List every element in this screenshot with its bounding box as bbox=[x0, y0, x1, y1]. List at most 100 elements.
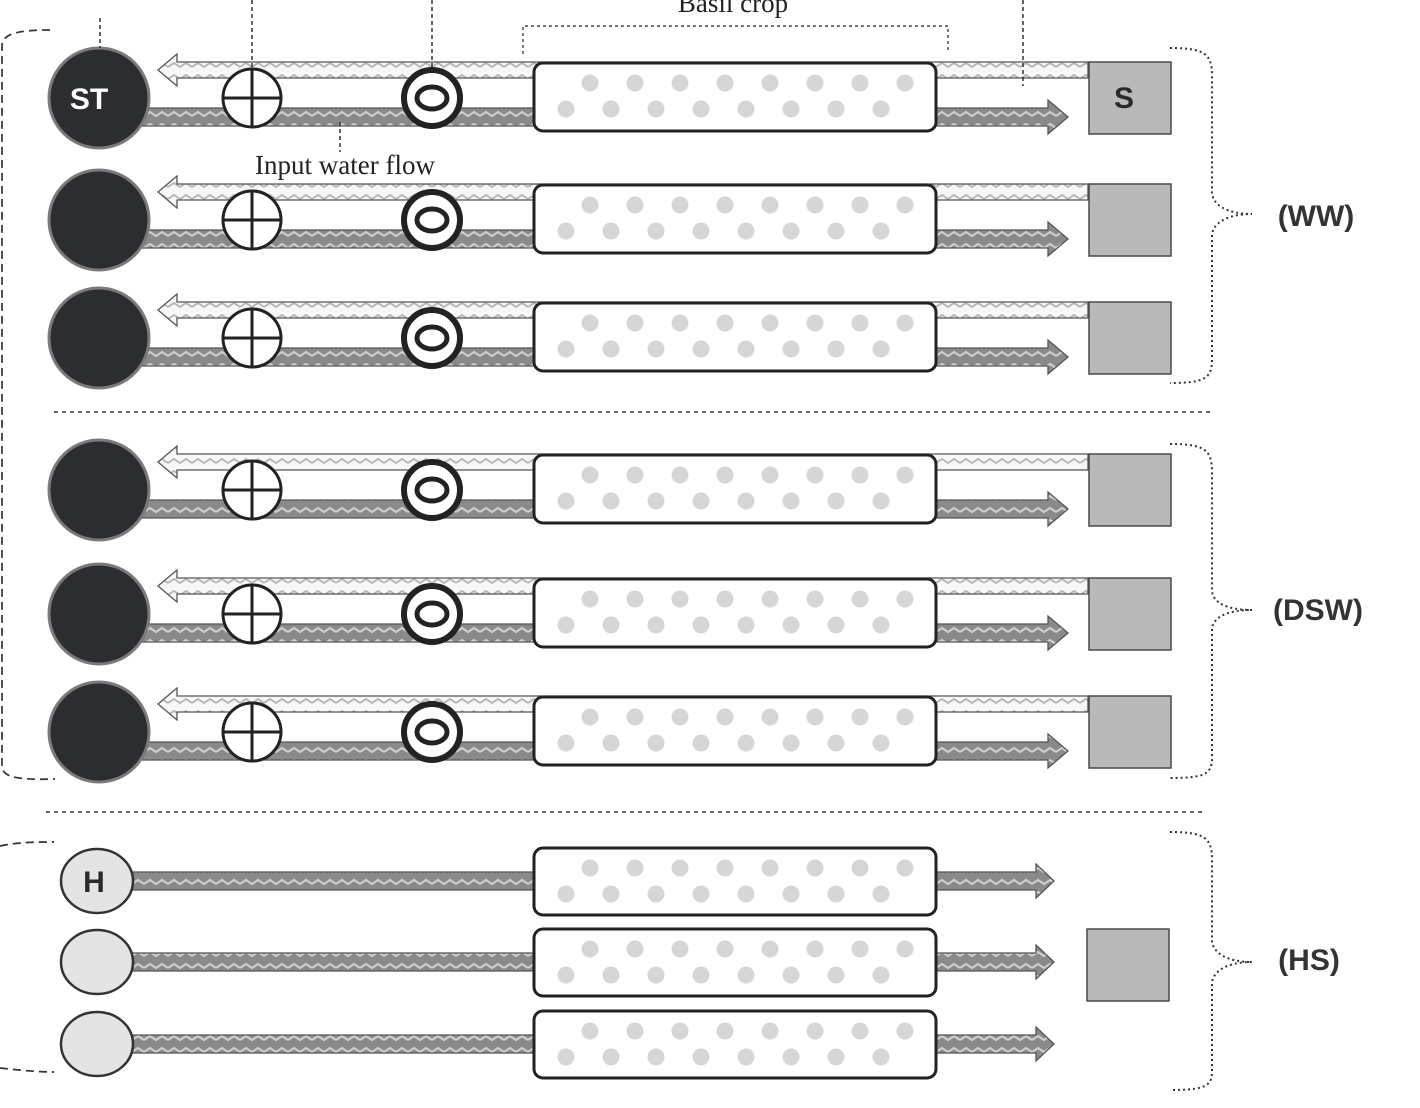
crop-dot bbox=[782, 492, 800, 510]
crop-dot bbox=[671, 1022, 689, 1040]
crop-dot bbox=[806, 74, 824, 92]
crop-dot bbox=[716, 314, 734, 332]
crop-dot bbox=[896, 859, 914, 877]
pump-inner-ring bbox=[414, 600, 450, 628]
crop-dot bbox=[647, 885, 665, 903]
crop-dot bbox=[626, 74, 644, 92]
crop-dot bbox=[851, 196, 869, 214]
crop-dot bbox=[692, 1048, 710, 1066]
crop-dot bbox=[872, 492, 890, 510]
crop-dot bbox=[896, 74, 914, 92]
basil-crop-tray bbox=[532, 61, 938, 133]
water-source-tank bbox=[47, 680, 151, 784]
crop-dot bbox=[896, 466, 914, 484]
hs-row-3 bbox=[59, 1009, 1055, 1080]
crop-dot bbox=[851, 708, 869, 726]
hs-row-1: H bbox=[59, 846, 1055, 917]
crop-dot bbox=[827, 616, 845, 634]
water-source-tank bbox=[47, 168, 151, 272]
crop-dot bbox=[626, 196, 644, 214]
crop-dot bbox=[602, 1048, 620, 1066]
crop-dot bbox=[602, 734, 620, 752]
crop-dot bbox=[716, 74, 734, 92]
crop-dot bbox=[626, 708, 644, 726]
crop-dot bbox=[806, 466, 824, 484]
crop-dot bbox=[647, 966, 665, 984]
collection-tank bbox=[1088, 61, 1172, 135]
crop-dot bbox=[806, 196, 824, 214]
crop-dot bbox=[872, 734, 890, 752]
crop-dot bbox=[602, 616, 620, 634]
crop-dot bbox=[782, 966, 800, 984]
crop-dot bbox=[581, 196, 599, 214]
basil-crop-tray bbox=[532, 301, 938, 373]
crop-dot bbox=[806, 590, 824, 608]
crop-dot bbox=[851, 590, 869, 608]
crop-dot bbox=[671, 859, 689, 877]
crop-dot bbox=[671, 590, 689, 608]
crop-dot bbox=[761, 859, 779, 877]
crop-dot bbox=[896, 196, 914, 214]
crop-dot bbox=[692, 966, 710, 984]
crop-dot bbox=[872, 966, 890, 984]
ww-row-2 bbox=[47, 168, 1172, 272]
basil-crop-tray bbox=[532, 183, 938, 255]
crop-dot bbox=[782, 734, 800, 752]
crop-dot bbox=[827, 885, 845, 903]
crop-dot bbox=[737, 734, 755, 752]
crop-dot bbox=[716, 859, 734, 877]
crop-dot bbox=[581, 708, 599, 726]
crop-dot bbox=[761, 590, 779, 608]
crop-dot bbox=[782, 340, 800, 358]
crop-dot bbox=[647, 222, 665, 240]
crop-dot bbox=[896, 708, 914, 726]
basil-crop-tray bbox=[532, 453, 938, 525]
crop-dot bbox=[872, 340, 890, 358]
crop-dot bbox=[602, 492, 620, 510]
crop-dot bbox=[761, 940, 779, 958]
left-bracket-hs bbox=[0, 841, 55, 847]
basil-crop-tray bbox=[532, 695, 938, 767]
crop-dot bbox=[557, 1048, 575, 1066]
crop-dot bbox=[737, 340, 755, 358]
crop-dot bbox=[782, 1048, 800, 1066]
crop-dot bbox=[737, 100, 755, 118]
crop-dot bbox=[761, 708, 779, 726]
crop-dot bbox=[692, 885, 710, 903]
crop-dot bbox=[806, 1022, 824, 1040]
crop-dot bbox=[602, 222, 620, 240]
crop-dot bbox=[602, 340, 620, 358]
crop-dot bbox=[737, 885, 755, 903]
left-bracket-hs-bottom bbox=[0, 1067, 55, 1073]
crop-dot bbox=[761, 74, 779, 92]
basil-crop-tray bbox=[532, 1009, 938, 1080]
crop-dot bbox=[626, 590, 644, 608]
crop-dot bbox=[716, 196, 734, 214]
crop-dot bbox=[581, 314, 599, 332]
group-label-hs: (HS) bbox=[1278, 944, 1340, 977]
crop-dot bbox=[827, 100, 845, 118]
crop-dot bbox=[581, 466, 599, 484]
crop-dot bbox=[782, 616, 800, 634]
crop-dot bbox=[851, 1022, 869, 1040]
crop-dot bbox=[806, 859, 824, 877]
crop-dot bbox=[602, 885, 620, 903]
crop-dot bbox=[716, 466, 734, 484]
group-label-dsw: (DSW) bbox=[1273, 594, 1363, 627]
crop-dot bbox=[581, 859, 599, 877]
crop-dot bbox=[851, 314, 869, 332]
crop-dot bbox=[692, 616, 710, 634]
water-source-tank bbox=[59, 928, 135, 996]
crop-dot bbox=[557, 222, 575, 240]
crop-dot bbox=[692, 340, 710, 358]
crop-dot bbox=[557, 966, 575, 984]
crop-dot bbox=[692, 100, 710, 118]
crop-dot bbox=[557, 100, 575, 118]
crop-dot bbox=[581, 940, 599, 958]
pump-inner-ring bbox=[414, 476, 450, 504]
hs-row-2 bbox=[59, 927, 1055, 998]
pump-inner-ring bbox=[414, 718, 450, 746]
basil-crop-label: Basil crop bbox=[678, 0, 788, 18]
